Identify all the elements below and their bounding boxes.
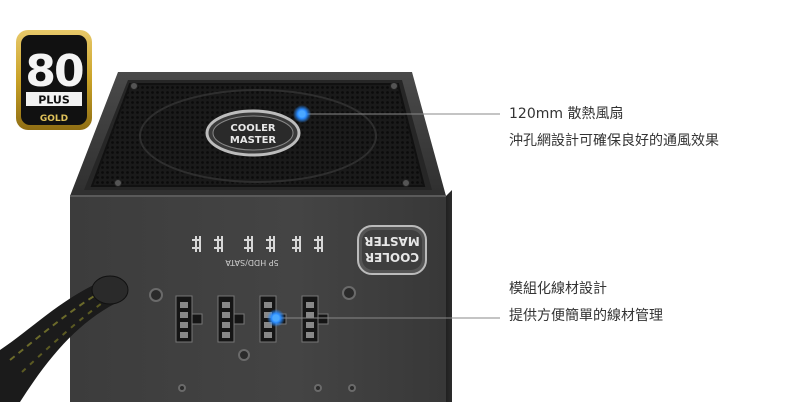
side-logo-line2: MASTER — [364, 234, 420, 248]
sleeved-cable — [0, 275, 129, 402]
modular-feature-title: 模組化線材設計 — [509, 281, 607, 297]
connector-label: 5P HDD/SATA — [225, 258, 279, 267]
badge-rating: GOLD — [40, 114, 68, 124]
callout-fan — [293, 105, 500, 123]
callout-modular — [267, 309, 500, 327]
cooler-master-side-logo: COOLER MASTER — [357, 225, 427, 275]
fan-feature-desc: 沖孔網設計可確保良好的通風效果 — [509, 133, 719, 149]
panel-screws — [149, 286, 356, 392]
side-logo-line1: COOLER — [365, 250, 419, 264]
modular-socket — [301, 295, 329, 343]
fan-logo-line2: MASTER — [230, 135, 277, 146]
badge-number: 80 — [25, 46, 83, 97]
badge-plus: PLUS — [38, 94, 70, 107]
modular-sockets — [175, 295, 329, 343]
80-plus-gold-badge: 80 PLUS GOLD — [16, 30, 92, 130]
connector-pictograms — [192, 236, 323, 252]
modular-feature-desc: 提供方便簡單的線材管理 — [509, 308, 663, 324]
fan-feature-title: 120mm 散熱風扇 — [509, 106, 624, 122]
modular-socket — [217, 295, 245, 343]
psu-top-face: COOLER MASTER — [70, 72, 446, 196]
fan-hub-logo: COOLER MASTER — [205, 109, 301, 157]
modular-socket — [175, 295, 203, 343]
fan-logo-line1: COOLER — [230, 123, 276, 134]
